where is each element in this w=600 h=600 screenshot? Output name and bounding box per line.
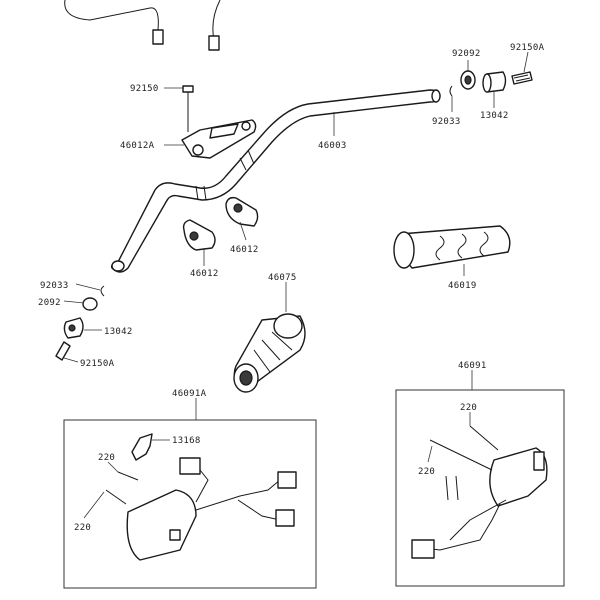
label-92150a-left: 92150A: [80, 359, 115, 369]
switch-46091a: [105, 433, 297, 561]
holder-46012-a: [182, 219, 216, 251]
weight-13042-right: [482, 71, 507, 93]
label-46091a: 46091A: [172, 389, 207, 399]
label-92033-left: 92033: [40, 281, 69, 291]
washer-92092-right: [460, 70, 476, 90]
label-92092-left: 2092: [38, 298, 61, 308]
label-46012a: 46012A: [120, 141, 155, 151]
weight-13042-left: [63, 317, 84, 339]
leader-lines: [63, 51, 529, 519]
part-labels: 92150 92092 92150A 92033 13042 46012A 46…: [38, 43, 545, 533]
label-46003: 46003: [318, 141, 347, 151]
label-13042-right: 13042: [480, 111, 509, 121]
label-46019: 46019: [448, 281, 477, 291]
label-46012-b: 46012: [190, 269, 219, 279]
label-92150-top: 92150: [130, 84, 159, 94]
label-220-d: 220: [418, 467, 435, 477]
holder-46012a: [181, 119, 257, 159]
mirror-stems: [64, 0, 221, 51]
bolt-92150a-left: [55, 341, 71, 361]
clip-92033-left: [100, 285, 105, 297]
label-92150a-right: 92150A: [510, 43, 545, 53]
label-92092-right: 92092: [452, 49, 481, 59]
label-46012-a: 46012: [230, 245, 259, 255]
bolt-92150-top: [182, 85, 194, 132]
bolt-92150a-right: [511, 71, 533, 85]
box-46091: [395, 389, 565, 587]
handlebar-46003: [110, 89, 441, 273]
label-92033-right: 92033: [432, 117, 461, 127]
grip-46019: [393, 225, 511, 269]
label-220-b: 220: [74, 523, 91, 533]
clip-92033-right: [449, 85, 453, 97]
grip-46075: [233, 313, 306, 393]
label-13042-left: 13042: [104, 327, 133, 337]
box-46091a: [63, 419, 317, 589]
label-46091: 46091: [458, 361, 487, 371]
switch-46091: [411, 425, 548, 559]
label-13168: 13168: [172, 436, 201, 446]
holder-46012-b: [225, 196, 259, 227]
washer-92092-left: [82, 297, 98, 311]
label-220-a: 220: [98, 453, 115, 463]
label-220-c: 220: [460, 403, 477, 413]
label-46075: 46075: [268, 273, 297, 283]
